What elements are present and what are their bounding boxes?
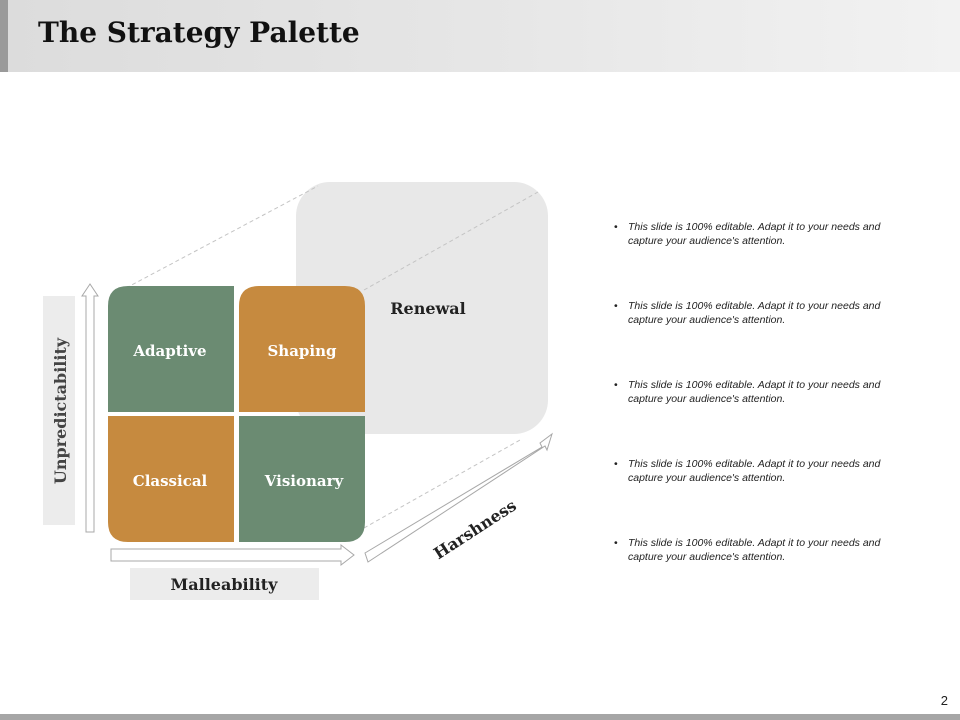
guide-line-bottom <box>363 439 521 529</box>
tile-label-adaptive: Adaptive <box>132 342 206 360</box>
title-bar-accent <box>0 0 8 72</box>
vertical-axis-label-box <box>43 296 75 525</box>
horizontal-axis-arrow <box>110 543 355 567</box>
tile-classical <box>108 416 234 542</box>
tile-shaping <box>239 286 365 412</box>
bullet-item: This slide is 100% editable. Adapt it to… <box>614 299 914 378</box>
footer-bar <box>0 714 960 720</box>
tile-label-renewal: Renewal <box>390 299 466 318</box>
bullet-item: This slide is 100% editable. Adapt it to… <box>614 536 914 615</box>
bullet-item: This slide is 100% editable. Adapt it to… <box>614 220 914 299</box>
tile-adaptive <box>108 286 234 412</box>
bullet-item: This slide is 100% editable. Adapt it to… <box>614 378 914 457</box>
bullet-item: This slide is 100% editable. Adapt it to… <box>614 457 914 536</box>
tile-label-classical: Classical <box>133 472 208 490</box>
horizontal-axis-label-box <box>130 568 319 600</box>
tile-visionary <box>239 416 365 542</box>
guide-line-top <box>125 185 319 289</box>
title-bar: The Strategy Palette <box>0 0 960 72</box>
guide-line-middle <box>363 191 539 291</box>
bullet-list: This slide is 100% editable. Adapt it to… <box>614 220 914 615</box>
slide-title: The Strategy Palette <box>38 16 360 49</box>
tile-label-visionary: Visionary <box>264 472 345 490</box>
vertical-axis-label: Unpredictability <box>51 337 70 484</box>
horizontal-axis-label: Malleability <box>171 575 279 594</box>
tile-label-shaping: Shaping <box>267 342 337 360</box>
vertical-axis-arrow <box>81 283 99 533</box>
page-number: 2 <box>940 693 948 708</box>
diagonal-axis-arrow <box>364 432 553 563</box>
